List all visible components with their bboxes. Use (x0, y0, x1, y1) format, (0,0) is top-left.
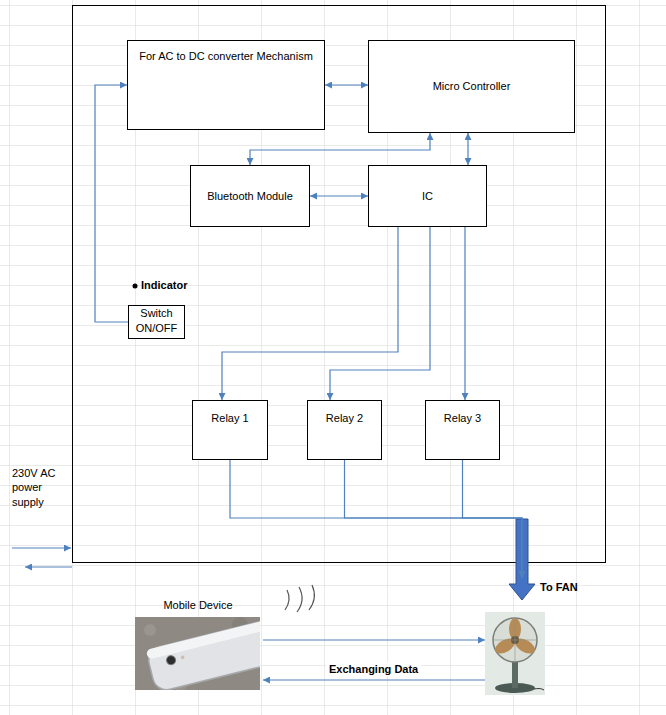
signal-connector (263, 639, 485, 640)
converter-box: For AC to DC converter Mechanism (127, 40, 325, 130)
ic-box: IC (368, 165, 487, 227)
supply-out-wire (25, 567, 72, 568)
signal-connector (230, 460, 522, 578)
fan: To FAN (485, 578, 595, 698)
wireless-arcs (285, 585, 314, 612)
signal-connector (463, 460, 523, 578)
relay-box: Relay 3 (425, 400, 500, 460)
mobile-device: Mobile Device (133, 598, 263, 693)
node-text: Switch ON/OFF (135, 306, 178, 335)
indicator-label: Indicator (141, 278, 187, 292)
fan-picture (485, 612, 545, 695)
supply-in-wire (12, 548, 71, 549)
node-text: Relay 2 (326, 411, 363, 425)
signal-connector (330, 227, 430, 400)
phone-picture (135, 617, 260, 690)
output-block-arrow (509, 519, 535, 600)
node-text: For AC to DC converter Mechanism (139, 49, 313, 63)
switch-box: Switch ON/OFF (128, 305, 185, 339)
node-text: Bluetooth Module (207, 189, 293, 203)
signal-connector (95, 85, 128, 322)
signal-connector (310, 195, 368, 196)
relay-box: Relay 2 (307, 400, 382, 460)
signal-connector (467, 133, 468, 165)
node-text: Relay 3 (444, 411, 481, 425)
signal-connector (250, 133, 430, 165)
node-text: To FAN (540, 580, 578, 594)
controller-box: Micro Controller (368, 40, 575, 133)
signal-connector (325, 84, 368, 85)
bluetooth-box: Bluetooth Module (190, 165, 310, 227)
signal-connector (464, 227, 465, 400)
signal-connector (222, 227, 398, 400)
device-housing (73, 6, 606, 563)
node-text: Micro Controller (433, 79, 511, 93)
node-text: IC (422, 189, 433, 203)
signal-connector (345, 460, 523, 578)
node-text: Mobile Device (163, 598, 232, 612)
signal-connector (263, 679, 485, 680)
connector-label: Exchanging Data (326, 662, 421, 676)
indicator-dot (133, 284, 138, 289)
relay-box: Relay 1 (192, 400, 268, 460)
supply-label: 230V AC power supply (12, 466, 70, 509)
node-text: Relay 1 (211, 411, 248, 425)
